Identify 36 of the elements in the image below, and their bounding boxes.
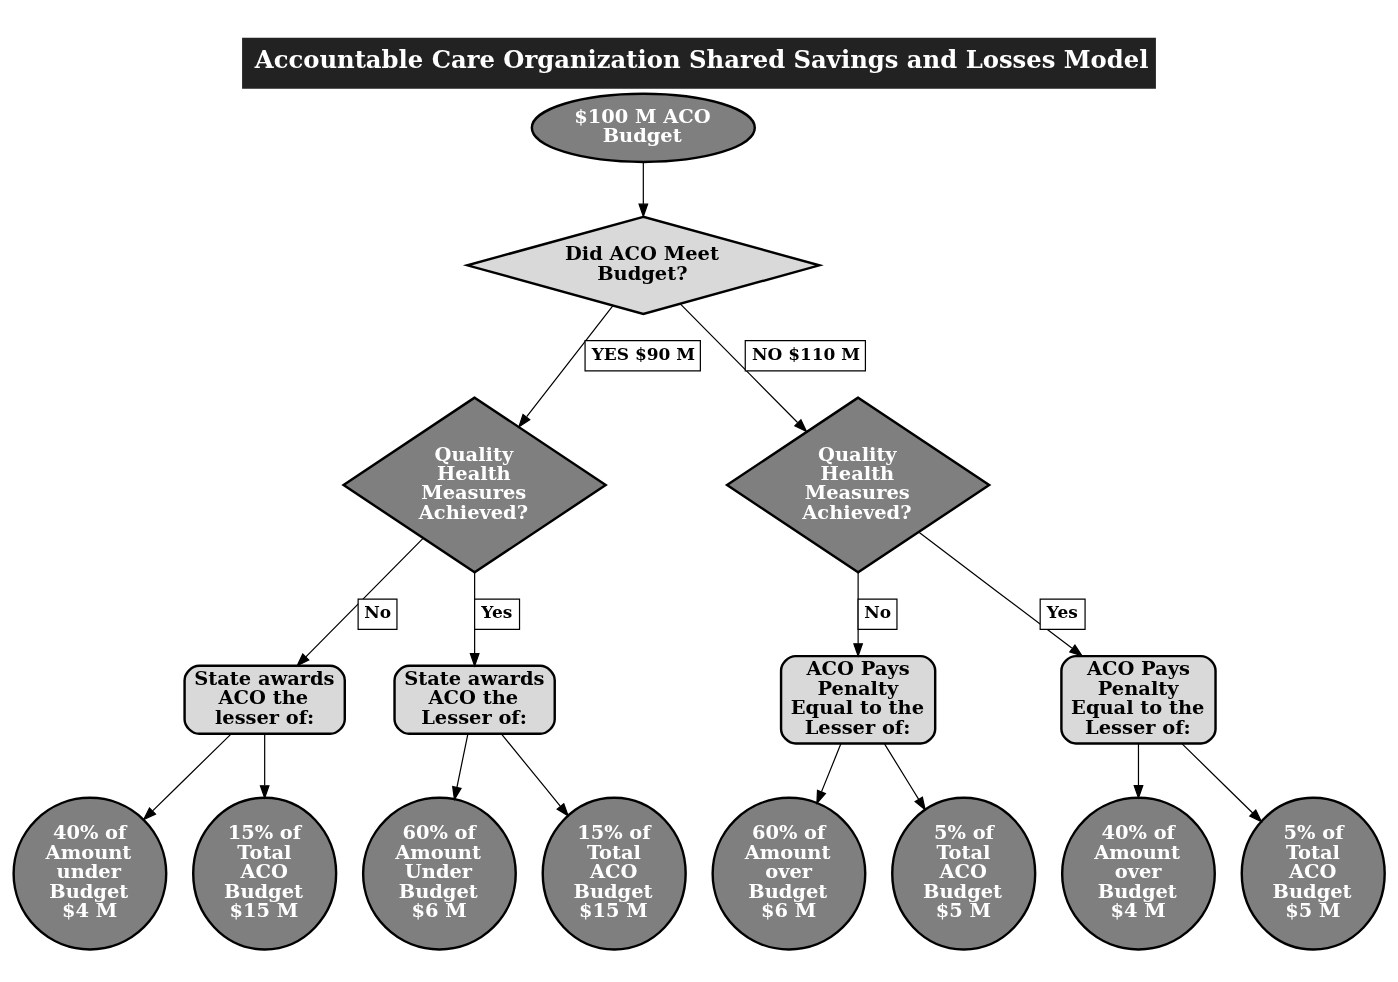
node-box: ACO Pays Penalty Equal to the Lesser of: [1060, 654, 1217, 745]
edge-label: No [864, 602, 892, 623]
node-circle: 60% of Amount Under Budget $6 M [361, 796, 517, 951]
node-diamond: Did ACO Meet Budget? [462, 215, 824, 316]
arrow [517, 305, 614, 429]
node-circle: 15% of Total ACO Budget $15 M [192, 796, 338, 951]
node-circle: 15% of Total ACO Budget $15 M [541, 796, 687, 951]
node-diamond: Quality Health Measures Achieved? [341, 396, 608, 574]
node-circle: 40% of Amount over Budget $4 M [1060, 796, 1216, 951]
node-box: ACO Pays Penalty Equal to the Lesser of: [779, 654, 937, 745]
edge-label: NO $110 M [751, 343, 861, 364]
edge-label: Yes [1046, 602, 1078, 623]
arrow [500, 733, 570, 818]
node-ellipse: $100 M ACO Budget [530, 92, 756, 164]
arrow [853, 572, 864, 658]
arrow [469, 572, 480, 668]
arrow [1181, 743, 1263, 823]
node-diamond: Quality Health Measures Achieved? [724, 396, 992, 574]
arrow [1133, 743, 1144, 800]
node-circle: 60% of Amount over Budget $6 M [711, 796, 867, 951]
node-circle: 40% of Amount under Budget $4 M [12, 796, 168, 951]
edge-label: No [364, 602, 392, 623]
arrow [452, 733, 469, 802]
arrow [679, 303, 808, 433]
arrow [638, 161, 649, 219]
arrow [142, 733, 232, 821]
edge-label: Yes [481, 602, 513, 623]
node-box: State awards ACO the lesser of: [183, 664, 346, 735]
arrow [816, 743, 842, 805]
node-circle: 5% of Total ACO Budget $5 M [1240, 796, 1386, 951]
arrow [259, 733, 270, 800]
node-box: State awards ACO the Lesser of: [393, 664, 556, 735]
arrow [295, 537, 424, 667]
arrow [883, 743, 927, 812]
diagram-title: Accountable Care Organization Shared Savings and Losses Model [254, 45, 1149, 75]
edge-label: YES $90 M [591, 343, 696, 364]
